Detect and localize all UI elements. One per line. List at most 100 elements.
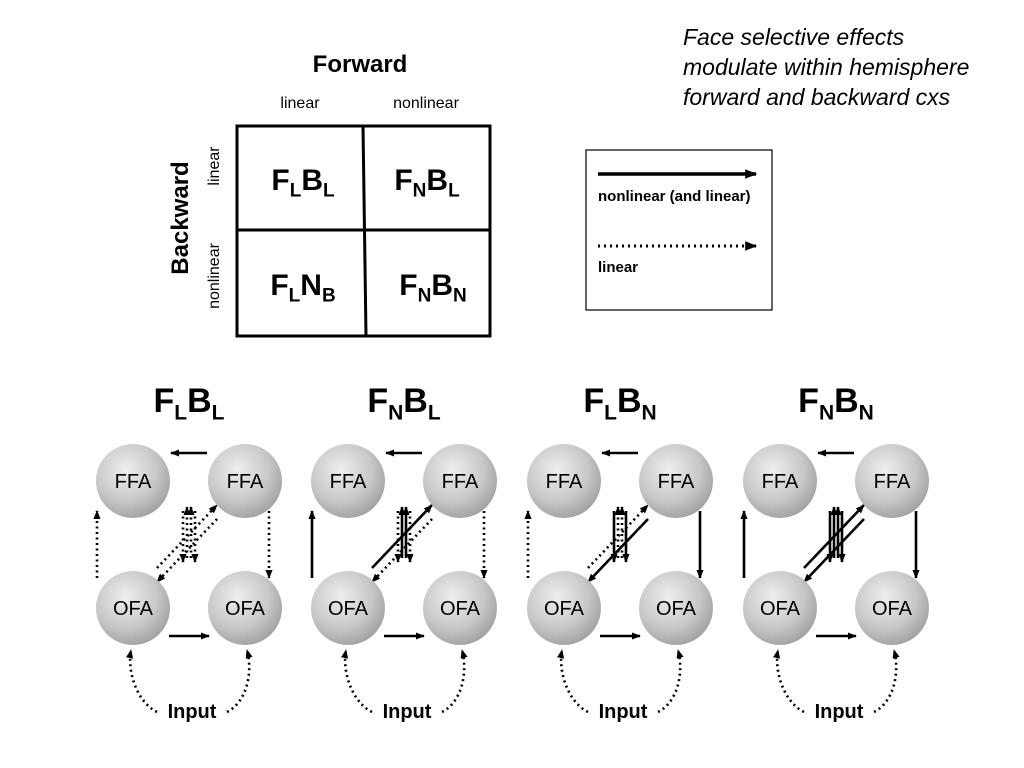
ofa-left-node-2: OFA [527,571,601,645]
matrix-cell-label-2-second-letter: N [300,269,322,302]
ofa-left-node-2-shape [527,571,601,645]
ffa-left-node-1-label: FFA [330,471,367,493]
forward-linear-label: linear [280,95,320,112]
ffa-right-node-2-label: FFA [658,471,695,493]
matrix-cell-label-1-second-letter: B [426,164,448,197]
ffa-left-node-2: FFA [527,444,601,518]
ffa-left-node-0-shape [96,444,170,518]
model-title-1-first-letter: F [367,382,388,420]
backward-nonlinear-label: nonlinear [206,242,223,309]
matrix-cell-label-2-second-sub: B [322,286,336,307]
ffa-right-node-2: FFA [639,444,713,518]
input-arrow-right-0 [226,649,253,714]
ofa-right-node-0: OFA [208,571,282,645]
ofa-right-node-1: OFA [423,571,497,645]
matrix-cell-label-0-second-letter: B [301,164,323,197]
ofa-left-node-1-label: OFA [328,598,369,620]
ofa-left-node-3-shape [743,571,817,645]
model-title-0-second-sub: L [212,401,225,424]
ofa-right-node-3-label: OFA [872,598,913,620]
ofa-left-node-1: OFA [311,571,385,645]
model-1: FNBL FFA FFA OFA OFA Input [308,382,497,723]
ofa-right-node-2-shape [639,571,713,645]
ffa-left-node-0: FFA [96,444,170,518]
ofa-left-node-2-label: OFA [544,598,585,620]
model-title-1-first-sub: N [388,401,403,424]
ffa-right-node-1: FFA [423,444,497,518]
ffa-left-node-1-shape [311,444,385,518]
ffa-right-node-0: FFA [208,444,282,518]
ofa-right-node-1-shape [423,571,497,645]
model-title-2-first-sub: L [604,401,617,424]
backward-cross-ffa-to-ofa-0 [156,518,218,583]
input-arrow-left-1 [341,649,373,714]
input-arrow-left-0 [126,649,158,714]
model-title-1-second-letter: B [403,382,428,420]
ffa-left-node-3: FFA [743,444,817,518]
model-space-matrix: Forward linear nonlinear Backward linear… [167,51,492,338]
model-title-3-first-letter: F [798,382,819,420]
matrix-cell-label-3-second-letter: B [431,269,453,302]
model-title-3-first-sub: N [819,401,834,424]
ofa-left-node-0-shape [96,571,170,645]
legend-frame [585,149,773,311]
model-title-2: FLBN [583,382,656,424]
ffa-right-node-1-shape [423,444,497,518]
ofa-left-node-1-shape [311,571,385,645]
ffa-right-node-0-shape [208,444,282,518]
input-arrow-left-3 [773,649,805,714]
matrix-cell-label-1-first-letter: F [394,164,412,197]
caption-line-2: modulate within hemisphere [683,54,970,80]
ffa-right-node-1-label: FFA [442,471,479,493]
ffa-left-node-3-shape [743,444,817,518]
ofa-left-node-3: OFA [743,571,817,645]
matrix-cell-label-1: FNBL [394,164,460,202]
caption-line-1: Face selective effects [683,24,905,50]
ofa-right-node-3: OFA [855,571,929,645]
ofa-right-node-1-label: OFA [440,598,481,620]
ofa-right-node-2-label: OFA [656,598,697,620]
ofa-left-node-0-label: OFA [113,598,154,620]
legend: nonlinear (and linear) linear [585,149,773,311]
ffa-right-node-3-shape [855,444,929,518]
ofa-right-node-0-label: OFA [225,598,266,620]
backward-axis-title: Backward [167,161,194,274]
ffa-left-node-3-label: FFA [762,471,799,493]
input-arrow-right-3 [873,649,900,714]
matrix-cell-label-0-first-sub: L [290,181,302,202]
ffa-left-node-2-label: FFA [546,471,583,493]
input-label-3: Input [815,701,864,723]
ffa-right-node-3: FFA [855,444,929,518]
model-title-2-second-letter: B [617,382,642,420]
caption-line-3: forward and backward cxs [683,84,951,110]
forward-cross-ofa-to-ffa-2 [587,504,649,569]
model-title-0-first-sub: L [174,401,187,424]
model-title-2-first-letter: F [583,382,604,420]
backward-linear-label: linear [206,146,223,186]
matrix-cell-label-2-first-letter: F [270,269,288,302]
ffa-right-node-3-label: FFA [874,471,911,493]
forward-cross-ofa-to-ffa-0 [156,504,218,569]
ofa-left-node-0: OFA [96,571,170,645]
model-title-3-second-sub: N [859,401,874,424]
ofa-right-node-2: OFA [639,571,713,645]
matrix-cell-label-0: FLBL [271,164,335,202]
matrix-cell-label-2: FLNB [270,269,335,307]
ffa-right-node-2-shape [639,444,713,518]
forward-axis-title: Forward [313,51,408,78]
ffa-left-node-0-label: FFA [115,471,152,493]
input-label-0: Input [168,701,217,723]
matrix-cell-label-1-second-sub: L [448,181,460,202]
legend-solid-label: nonlinear (and linear) [598,188,751,205]
input-label-2: Input [599,701,648,723]
matrix-cell-label-3: FNBN [399,269,466,307]
model-title-2-second-sub: N [642,401,657,424]
matrix-cell-label-0-second-sub: L [323,181,335,202]
model-title-1: FNBL [367,382,441,424]
backward-cross-ffa-to-ofa-3 [803,518,865,583]
input-label-1: Input [383,701,432,723]
matrix-cell-label-3-first-letter: F [399,269,417,302]
